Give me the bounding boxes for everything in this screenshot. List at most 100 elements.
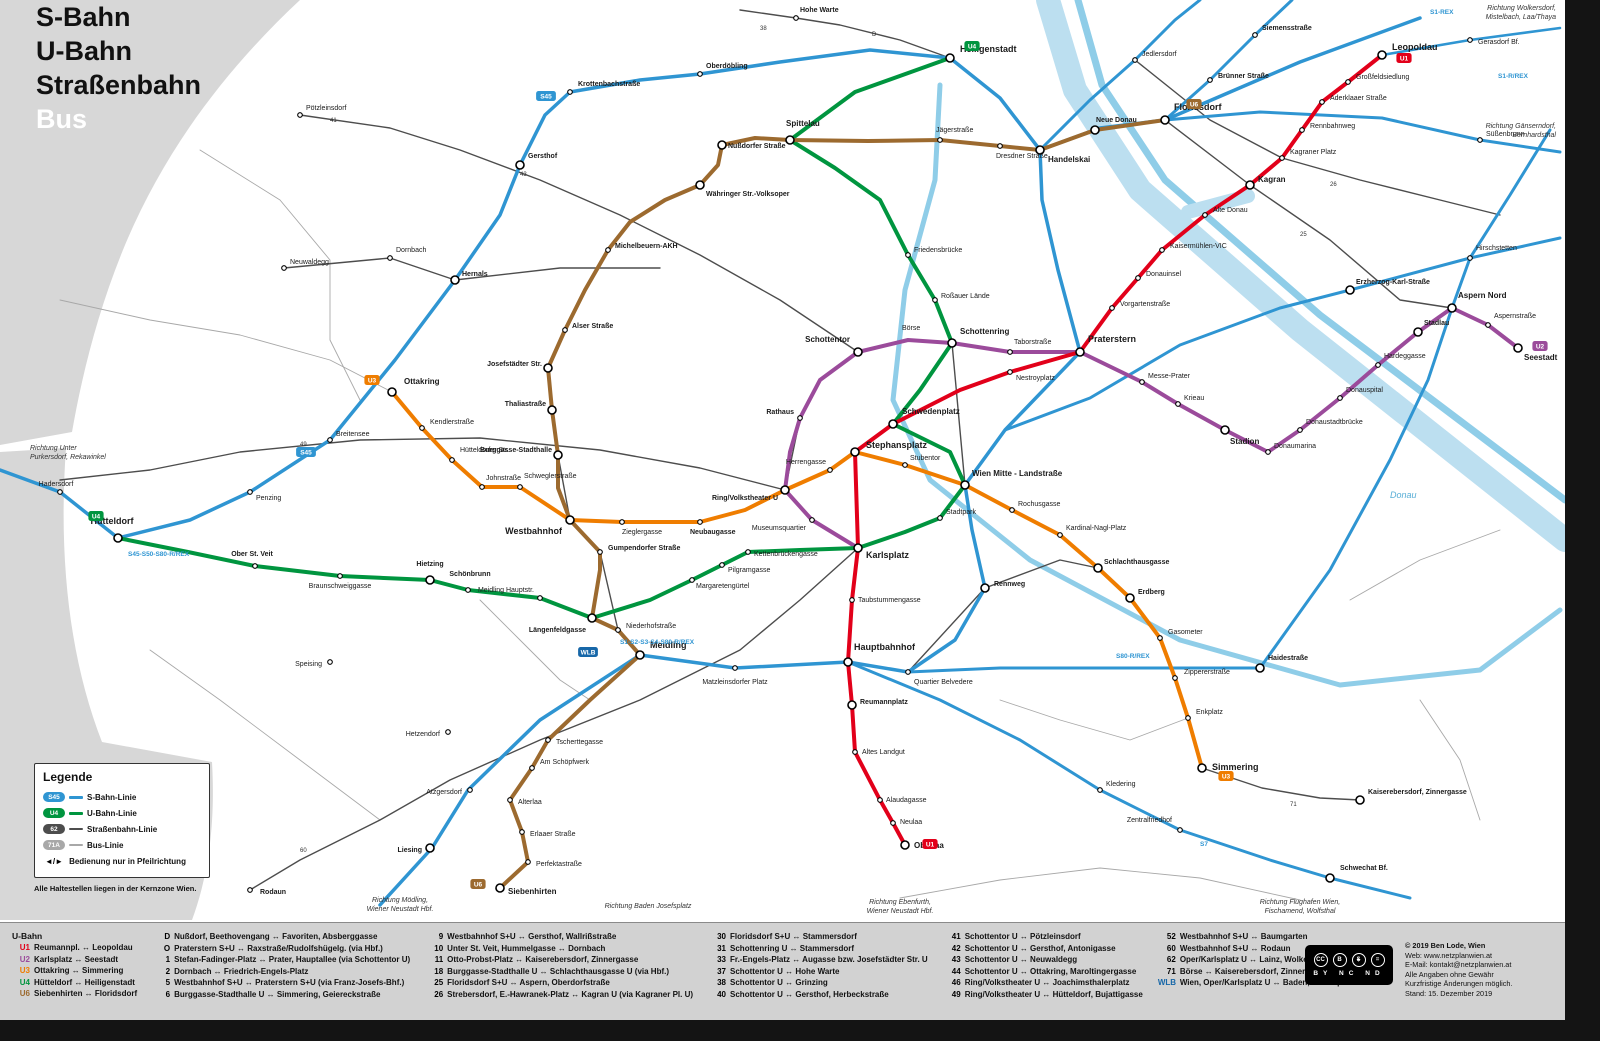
station-dot [1202, 212, 1208, 218]
route-number: 5 [165, 978, 171, 987]
station-label: Rennbahnweg [1310, 123, 1355, 130]
transit-line-bus-4 [479, 599, 591, 701]
interchange-station-dot [1377, 50, 1387, 60]
station-label: Josefstädter Str. [487, 361, 542, 368]
route-number: 46 [951, 978, 961, 987]
transit-line-bus-1 [59, 299, 393, 393]
station-dot [1185, 715, 1191, 721]
route-number: 18 [434, 966, 444, 976]
station-label: Dornbach [396, 247, 426, 254]
line-badge-label: U4 [92, 514, 101, 521]
station-dot [689, 577, 695, 583]
station-label: Großfeldsiedlung [1356, 74, 1409, 81]
route-number: 31 [717, 943, 727, 953]
line-badge-label: U6 [1190, 102, 1199, 109]
route-number: U6 [19, 989, 30, 998]
line-badge-label: U6 [474, 882, 483, 889]
station-dot [387, 255, 393, 261]
line-badge-label: S7 [1200, 841, 1208, 848]
route-number: 33 [717, 955, 727, 964]
station-label: Richtung Mödling, [372, 897, 428, 904]
interchange-station-dot [387, 387, 397, 397]
station-label: Alterlaa [518, 799, 542, 806]
route-endpoints: Schottentor U ↔ Gersthof, Antonigasse [964, 943, 1116, 953]
station-label: Richtung Wolkersdorf, [1487, 5, 1556, 12]
line-badge [578, 647, 598, 657]
station-dot [937, 137, 943, 143]
route-number: 37 [717, 966, 727, 976]
station-label: Mistelbach, Laa/Thaya [1486, 14, 1557, 21]
station-dot [445, 729, 451, 735]
line-badge-label: S45-S50-S80-R/REX [128, 551, 190, 558]
station-label: Spittelau [786, 119, 820, 128]
station-label: 71 [1290, 802, 1297, 808]
interchange-station-dot [853, 347, 863, 357]
station-label: Niederhofstraße [626, 623, 676, 630]
station-label: Gasometer [1168, 629, 1203, 636]
footer-column-header: U-Bahn [12, 931, 43, 941]
route-number: U4 [19, 977, 30, 987]
credit-line: E-Mail: kontakt@netzplanwien.at [1405, 960, 1512, 970]
station-dot [507, 797, 513, 803]
station-label: Hirschstetten [1476, 245, 1517, 252]
line-badge [964, 41, 980, 51]
line-badge [536, 91, 556, 101]
station-label: Alte Donau [1213, 207, 1248, 214]
station-dot [1207, 77, 1213, 83]
station-label: Kaisermühlen-VIC [1170, 243, 1227, 250]
legend-item-label: Bus-Linie [87, 840, 124, 850]
station-label: Atzgersdorf [426, 789, 462, 796]
station-label: Hadersdorf [39, 481, 74, 488]
interchange-station-dot [547, 405, 557, 415]
station-label: Penzing [256, 495, 281, 502]
station-dot [877, 797, 883, 803]
station-dot [697, 71, 703, 77]
route-endpoints: Ring/Volkstheater U ↔ Joachimsthalerplat… [964, 978, 1130, 987]
station-label: Hernals [462, 271, 488, 278]
route-number: WLB [1157, 978, 1177, 987]
station-dot [1159, 247, 1165, 253]
station-label: Hardeggasse [1384, 353, 1426, 360]
station-label: Bernhardsthal [1512, 132, 1556, 139]
station-label: 38 [760, 26, 767, 32]
transit-map: HeiligenstadtSpittelauFloridsdorfHandels… [0, 0, 1565, 920]
route-number: U1 [19, 943, 30, 952]
waterway [1074, 0, 1565, 504]
interchange-station-dot [543, 363, 553, 373]
station-label: Längenfeldgasse [529, 627, 586, 634]
line-badge [88, 511, 104, 521]
waterway [1036, 0, 1565, 552]
station-dot [905, 669, 911, 675]
line-badge [1218, 771, 1234, 781]
interchange-station-dot [1355, 795, 1365, 805]
station-dot [467, 787, 473, 793]
station-dot [1139, 379, 1145, 385]
interchange-station-dot [565, 515, 575, 525]
station-label: Erlaaer Straße [530, 831, 576, 838]
station-label: Jedlersdorf [1142, 51, 1177, 58]
transit-line-tram-25 [1164, 119, 1453, 309]
station-dot [519, 829, 525, 835]
route-endpoints: Schottentor U ↔ Hohe Warte [730, 966, 840, 976]
station-label: Meidling [650, 640, 687, 650]
route-endpoints: Reumannpl. ↔ Leopoldau [34, 943, 133, 952]
station-dot [247, 887, 253, 893]
line-badge-label: U1 [1400, 56, 1409, 63]
interchange-station-dot [553, 450, 563, 460]
station-label: Stadion [1230, 437, 1259, 446]
interchange-station-dot [847, 700, 857, 710]
route-number: 44 [951, 966, 961, 976]
route-number: 60 [1166, 943, 1176, 953]
transit-line-u2 [783, 306, 1520, 550]
